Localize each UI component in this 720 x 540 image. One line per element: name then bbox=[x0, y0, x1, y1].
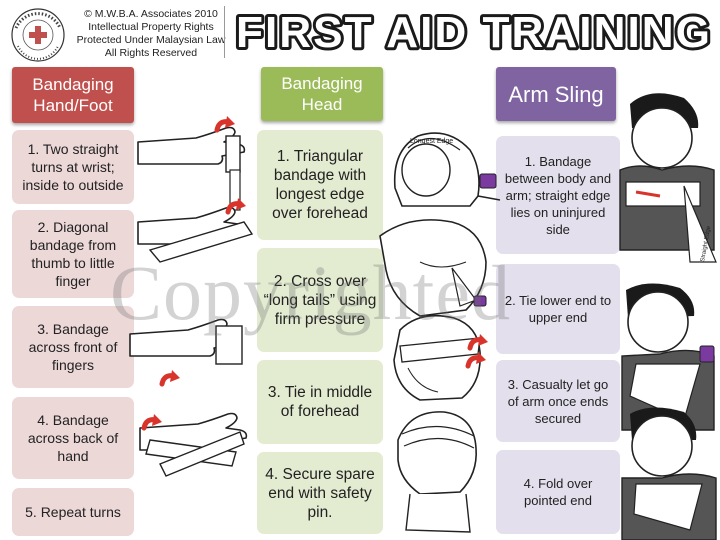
heading-line: Hand/Foot bbox=[33, 96, 113, 115]
hand-step-4: 4. Bandage across back of hand bbox=[12, 397, 134, 479]
hand-bandage-icon bbox=[129, 318, 243, 385]
heading-arm-sling: Arm Sling bbox=[496, 67, 616, 121]
sling-step-4: 4. Fold over pointed end bbox=[496, 450, 620, 534]
head-step-2: 2. Cross over “long tails” using firm pr… bbox=[257, 248, 383, 352]
arm-sling-icon bbox=[621, 283, 715, 431]
head-bandage-icon bbox=[393, 314, 488, 401]
heading-line: Bandaging bbox=[281, 74, 363, 93]
hand-step-1: 1. Two straight turns at wrist; inside t… bbox=[12, 130, 134, 204]
logo-seal-icon bbox=[11, 8, 65, 62]
head-step-3: 3. Tie in middle of forehead bbox=[257, 360, 383, 444]
copyright-notice: © M.W.B.A. Associates 2010 Intellectual … bbox=[76, 8, 226, 60]
hand-bandage-icon bbox=[137, 116, 246, 211]
heading-bandaging-head: Bandaging Head bbox=[261, 67, 383, 121]
head-step-4: 4. Secure spare end with safety pin. bbox=[257, 452, 383, 534]
heading-bandaging-hand-foot: Bandaging Hand/Foot bbox=[12, 67, 134, 123]
copyright-line: All Rights Reserved bbox=[104, 47, 198, 59]
head-step-1: 1. Triangular bandage with longest edge … bbox=[257, 130, 383, 240]
arm-sling-icon bbox=[621, 407, 717, 540]
hand-bandage-icon bbox=[137, 198, 254, 263]
heading-line: Bandaging bbox=[32, 75, 114, 94]
heading-line: Head bbox=[301, 95, 343, 114]
longest-edge-label: Longest Edge bbox=[410, 138, 453, 145]
hand-step-2: 2. Diagonal bandage from thumb to little… bbox=[12, 210, 134, 298]
page-title-text: FIRST AID TRAINING bbox=[236, 8, 712, 57]
header-divider bbox=[224, 6, 225, 58]
head-bandage-icon: Longest Edge bbox=[393, 132, 501, 207]
hand-bandage-icon bbox=[139, 414, 248, 477]
page-title: FIRST AID TRAINING bbox=[233, 5, 713, 58]
copyright-line: © M.W.B.A. Associates 2010 bbox=[84, 8, 218, 20]
sling-step-1: 1. Bandage between body and arm; straigh… bbox=[496, 136, 620, 254]
copyright-line: Intellectual Property Rights bbox=[88, 21, 214, 33]
arm-sling-icon: Straight Edge bbox=[619, 93, 717, 263]
copyright-line: Protected Under Malaysian Law bbox=[76, 34, 226, 46]
heading-line: Arm Sling bbox=[508, 81, 604, 107]
head-bandage-icon bbox=[379, 219, 487, 317]
head-bandage-icon bbox=[397, 411, 477, 533]
hand-step-5: 5. Repeat turns bbox=[12, 488, 134, 536]
sling-step-2: 2. Tie lower end to upper end bbox=[496, 264, 620, 354]
hand-step-3: 3. Bandage across front of fingers bbox=[12, 306, 134, 388]
sling-step-3: 3. Casualty let go of arm once ends secu… bbox=[496, 360, 620, 442]
